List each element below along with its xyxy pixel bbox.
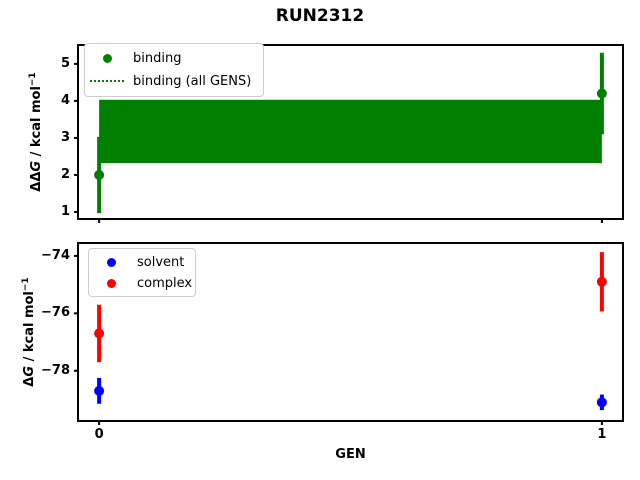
y-tick-label: 1 (60, 203, 70, 219)
legend-label-solvent: solvent (137, 254, 185, 270)
ylabel-prefix: ΔΔ (29, 171, 45, 192)
legend-item-binding-all-gens: binding (all GENS) (89, 71, 257, 91)
data-point-binding (94, 169, 105, 180)
binding-dot-icon (89, 54, 125, 64)
ylabel-units: / kcal mol (22, 291, 38, 366)
y-axis-label-bottom: ΔG / kcal mol−1 (21, 277, 37, 386)
y-tick-label: 5 (60, 55, 70, 71)
legend-bottom: solvent complex (88, 248, 196, 297)
x-tick-label: 0 (94, 427, 104, 442)
legend-label-binding-all-gens: binding (all GENS) (133, 73, 252, 89)
data-point-binding (596, 88, 607, 99)
ylabel-variable: G (29, 160, 45, 172)
ylabel-exponent: −1 (27, 72, 38, 87)
legend-label-complex: complex (137, 275, 193, 291)
figure-title: RUN2312 (275, 6, 365, 26)
y-tick-label: −76 (41, 305, 70, 321)
ylabel-variable: G (22, 365, 38, 377)
legend-item-complex: complex (93, 273, 193, 293)
y-axis-label-top: ΔΔG / kcal mol−1 (28, 72, 44, 191)
y-tick-label: 2 (60, 166, 70, 182)
axes-spines (77, 44, 624, 220)
confidence-band (99, 99, 602, 164)
legend-item-binding: binding (89, 49, 257, 69)
dotted-line-icon (89, 80, 125, 83)
y-tick-label: −74 (41, 247, 70, 263)
solvent-dot-icon (93, 257, 129, 267)
ylabel-exponent: −1 (20, 277, 31, 292)
axes-spines (77, 242, 624, 422)
complex-dot-icon (93, 278, 129, 288)
legend-item-solvent: solvent (93, 252, 189, 272)
ylabel-units: / kcal mol (29, 86, 45, 161)
ylabel-prefix: Δ (22, 376, 38, 387)
x-tick-label: 1 (597, 427, 607, 442)
y-tick-label: 3 (60, 129, 70, 145)
legend-label-binding: binding (133, 51, 182, 67)
x-axis-label: GEN (335, 447, 366, 462)
data-point-complex (596, 276, 607, 287)
data-point-complex (94, 328, 105, 339)
data-point-solvent (596, 397, 607, 408)
data-point-solvent (94, 385, 105, 396)
y-tick-label: 4 (60, 92, 70, 108)
y-tick-label: −78 (41, 362, 70, 378)
legend-top: binding binding (all GENS) (84, 43, 264, 97)
